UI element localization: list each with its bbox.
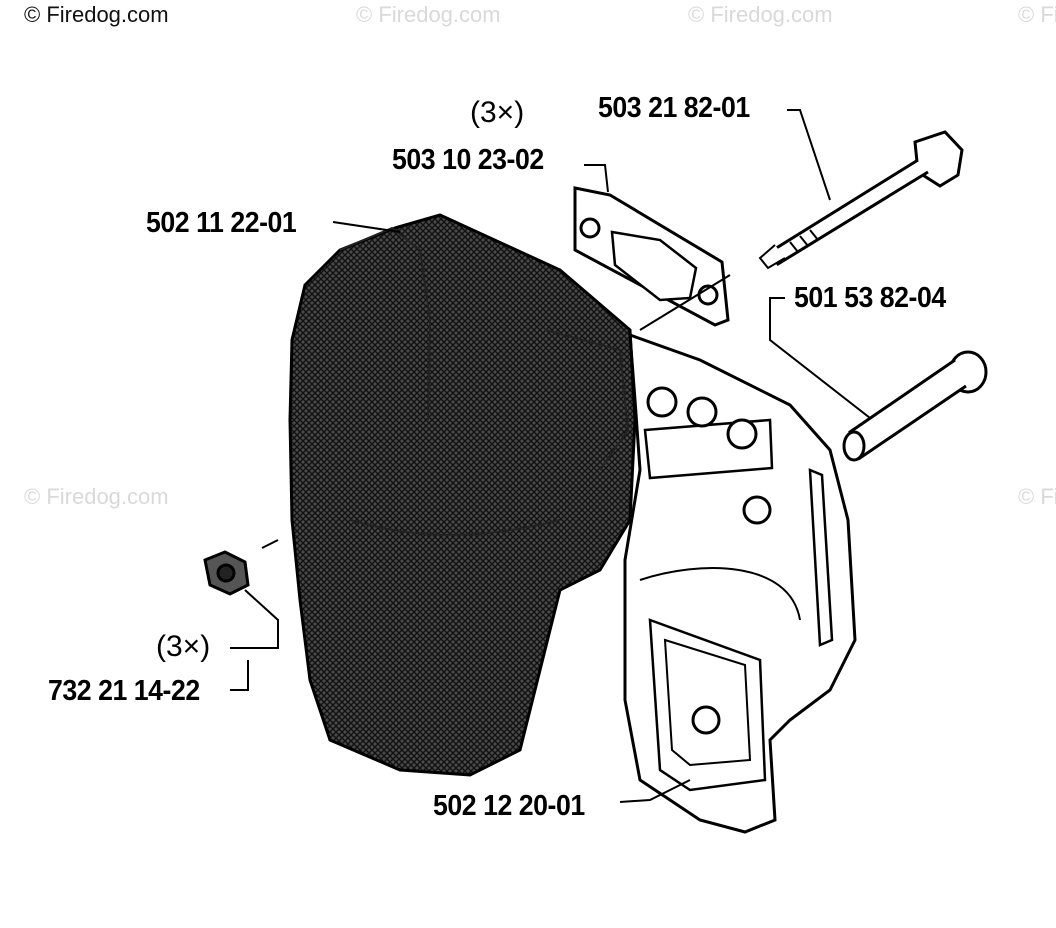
spacer-bolt <box>842 350 988 462</box>
nut-quantity-label: (3×) <box>156 630 211 663</box>
watermark: © Firedog.com <box>688 2 833 27</box>
bracket-plate <box>623 332 857 834</box>
watermark: © Firedog.com <box>1018 484 1056 509</box>
bracket-holes <box>646 386 772 735</box>
muffler-body <box>288 213 637 777</box>
part-label-bracket: 502 12 20-01 <box>433 790 585 822</box>
part-label-nut: 732 21 14-22 <box>48 675 200 707</box>
part-label-gasket: 503 10 23-02 <box>392 144 544 176</box>
part-label-spacer-bolt: 501 53 82-04 <box>794 282 946 314</box>
watermark: © Firedog.com <box>356 2 501 27</box>
nut <box>203 550 250 596</box>
gasket-quantity-label: (3×) <box>470 96 525 129</box>
part-label-muffler: 502 11 22-01 <box>146 207 297 239</box>
leader-lines <box>230 109 871 803</box>
long-bolt <box>758 130 964 270</box>
watermark-main: © Firedog.com <box>24 2 169 27</box>
watermark: © Firedog.com <box>24 484 169 509</box>
part-label-long-bolt: 503 21 82-01 <box>598 92 750 124</box>
watermark: © Firedog.com <box>1018 2 1056 27</box>
